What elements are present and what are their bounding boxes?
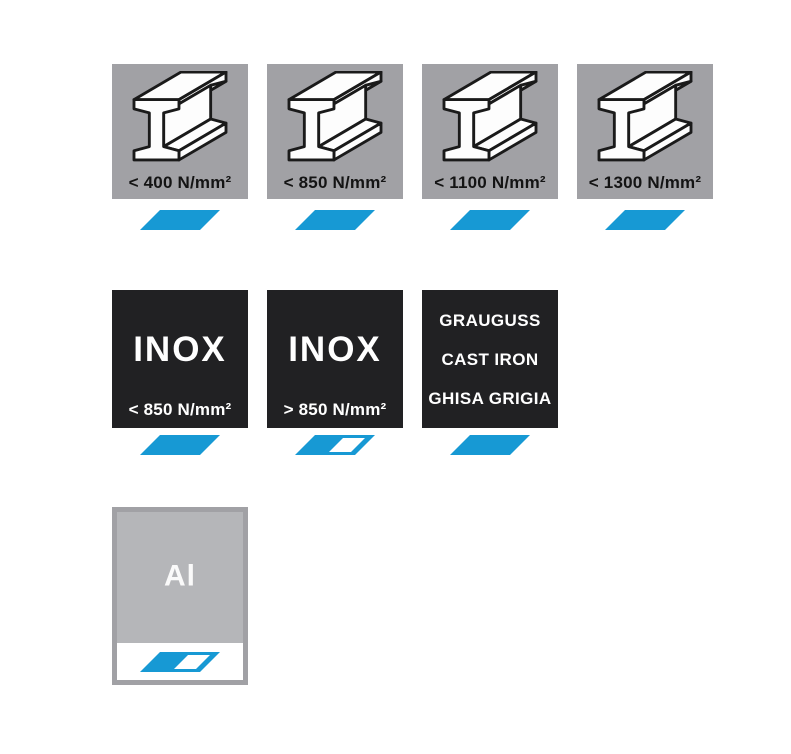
marker-strip: [577, 199, 713, 240]
parallelogram-marker: [293, 433, 377, 457]
tile-body: < 1100 N/mm²: [422, 64, 558, 199]
i-beam-icon: [577, 71, 713, 163]
tile-steel-1300: < 1300 N/mm²: [577, 64, 713, 240]
tensile-strength-label: < 1300 N/mm²: [588, 173, 702, 192]
marker-strip: [112, 428, 248, 462]
tile-inox-lt-850: INOX < 850 N/mm²: [112, 290, 248, 462]
parallelogram-marker: [293, 208, 377, 232]
marker-strip: [267, 428, 403, 462]
parallelogram-marker: [138, 433, 222, 457]
marker-strip: [267, 199, 403, 240]
marker-strip: [112, 199, 248, 240]
i-beam-icon: [112, 71, 248, 163]
tile-steel-400: < 400 N/mm²: [112, 64, 248, 240]
tile-aluminium: Al: [112, 507, 248, 685]
material-title-line: GHISA GRIGIA: [428, 389, 552, 408]
marker-strip: [422, 428, 558, 462]
tile-steel-1100: < 1100 N/mm²: [422, 64, 558, 240]
parallelogram-marker: [603, 208, 687, 232]
parallelogram-marker: [448, 208, 532, 232]
tile-body: Al: [117, 512, 243, 643]
i-beam-icon: [422, 71, 558, 163]
material-title-lines: GRAUGUSS CAST IRON GHISA GRIGIA: [422, 290, 558, 428]
tile-body: INOX < 850 N/mm²: [112, 290, 248, 428]
marker-strip: [422, 199, 558, 240]
i-beam-icon: [267, 71, 403, 163]
marker-strip: [117, 643, 243, 680]
parallelogram-marker: [138, 650, 222, 674]
tile-body: < 850 N/mm²: [267, 64, 403, 199]
tile-inox-gt-850: INOX > 850 N/mm²: [267, 290, 403, 462]
tensile-strength-label: < 850 N/mm²: [283, 173, 387, 192]
tile-body: < 1300 N/mm²: [577, 64, 713, 199]
material-title: INOX: [133, 330, 227, 369]
tensile-strength-label: > 850 N/mm²: [283, 400, 387, 419]
tensile-strength-label: < 850 N/mm²: [128, 400, 232, 419]
material-title-line: GRAUGUSS: [439, 311, 541, 330]
tile-body: GRAUGUSS CAST IRON GHISA GRIGIA: [422, 290, 558, 428]
tile-cast-iron: GRAUGUSS CAST IRON GHISA GRIGIA: [422, 290, 558, 462]
parallelogram-marker: [138, 208, 222, 232]
material-title: Al: [164, 559, 196, 593]
tile-body: < 400 N/mm²: [112, 64, 248, 199]
material-title-line: CAST IRON: [441, 350, 539, 369]
material-title: INOX: [288, 330, 382, 369]
tile-steel-850: < 850 N/mm²: [267, 64, 403, 240]
parallelogram-marker: [448, 433, 532, 457]
tensile-strength-label: < 400 N/mm²: [128, 173, 232, 192]
tile-body: INOX > 850 N/mm²: [267, 290, 403, 428]
tensile-strength-label: < 1100 N/mm²: [434, 173, 546, 192]
